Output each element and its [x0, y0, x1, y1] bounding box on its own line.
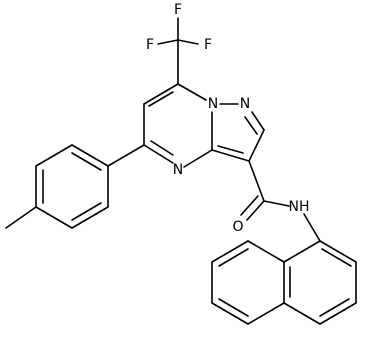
bond-c2-c3 — [248, 129, 265, 162]
bond-carbonyl-o — [246, 200, 265, 221]
bond-c7-c6-double — [148, 91, 174, 107]
bond-naph-h2 — [218, 248, 249, 267]
bond-tolyl-d — [35, 206, 73, 229]
bond-naph-j2 — [218, 298, 249, 317]
bond-npyrazole-c2-double — [244, 116, 258, 135]
bond-carbonyl-o-double — [240, 195, 259, 216]
bond-tolyl-e2 — [71, 202, 102, 221]
bond-tolyl-methyl — [5, 206, 37, 229]
bond-naph-h — [211, 240, 249, 263]
bond-tolyl-e — [71, 206, 109, 229]
bond-tolyl-b — [35, 144, 73, 167]
bond-carbonyl-n — [263, 200, 290, 207]
atom-label-f-left: F — [146, 37, 154, 53]
bond-naph-a2 — [321, 248, 352, 267]
bond-tolyl-a2 — [71, 152, 102, 171]
bond-naph-f — [283, 240, 321, 263]
bond-npyrazole-c2 — [251, 111, 265, 131]
bond-n-naphthyl — [303, 213, 321, 242]
bond-c5-n4-double — [150, 140, 174, 156]
atom-label-f-top: F — [174, 2, 182, 18]
bond-c5-tolyl — [107, 144, 145, 167]
bond-naph-g — [247, 240, 285, 263]
bond-c3-c3a-double — [217, 145, 244, 154]
bond-c7-c6 — [143, 83, 179, 105]
atom-label-f-right: F — [204, 37, 212, 53]
atom-label-o-carbonyl: O — [232, 219, 243, 235]
bond-cf3-f-left — [157, 39, 179, 45]
bond-naph-c2 — [319, 298, 350, 317]
bond-cf3-f-right — [177, 39, 199, 45]
atom-label-n-pyrimidine: N — [173, 162, 183, 178]
bond-c3-c3a — [211, 149, 250, 162]
bond-naph-a — [319, 240, 357, 263]
atom-label-nh-amide: NH — [289, 199, 310, 215]
bond-naph-c — [319, 302, 357, 325]
bond-tolyl-a — [71, 144, 109, 167]
atom-label-n-bridge: N — [208, 96, 218, 112]
bond-c5-n4 — [143, 144, 174, 164]
bond-naph-d — [283, 302, 321, 325]
bond-c7-n-bridge — [177, 83, 207, 101]
bond-naph-j — [211, 302, 249, 325]
atom-label-n-pyrazole: N — [240, 96, 250, 112]
bond-c3-carbonyl — [248, 160, 265, 202]
bond-naph-k — [247, 302, 285, 325]
bond-n4-c3a — [183, 149, 213, 168]
